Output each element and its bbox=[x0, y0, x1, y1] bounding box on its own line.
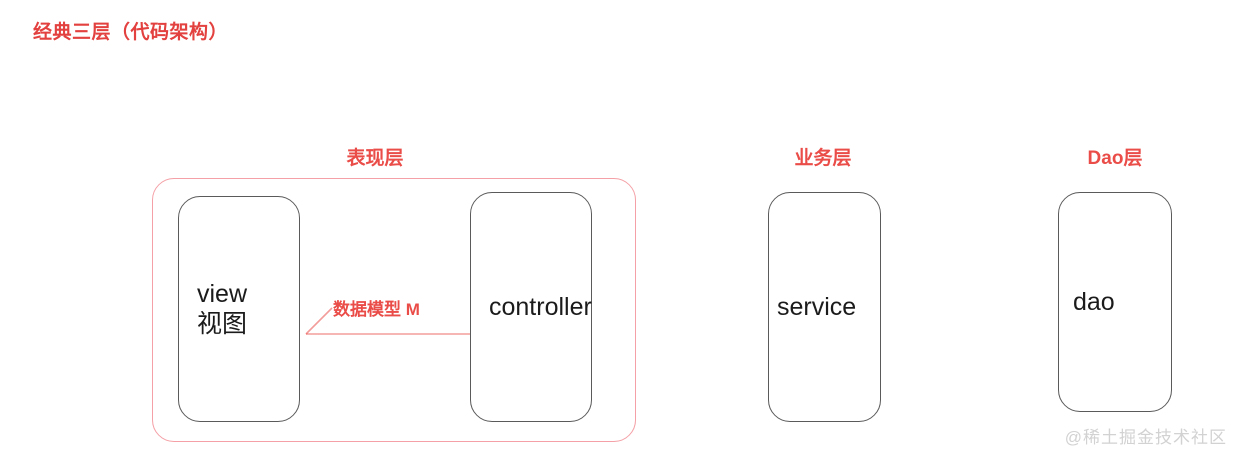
presentation-layer-container bbox=[152, 178, 636, 442]
component-box-view[interactable]: view 视图 bbox=[178, 196, 300, 422]
component-label-service: service bbox=[777, 292, 857, 321]
layer-caption-business: 业务层 bbox=[794, 148, 852, 169]
component-label-view-cn: 视图 bbox=[197, 310, 248, 338]
component-label-controller: controller bbox=[489, 292, 592, 321]
page-title: 经典三层（代码架构） bbox=[33, 22, 229, 43]
component-label-dao: dao bbox=[1073, 287, 1115, 316]
component-box-controller[interactable]: controller bbox=[470, 192, 592, 422]
data-model-arrow-label: 数据模型 M bbox=[333, 300, 420, 319]
component-box-service[interactable]: service bbox=[768, 192, 881, 422]
layer-caption-dao: Dao层 bbox=[1087, 148, 1143, 169]
watermark: @稀土掘金技术社区 bbox=[1064, 428, 1227, 447]
component-box-dao[interactable]: dao bbox=[1058, 192, 1172, 412]
layer-caption-presentation: 表现层 bbox=[346, 148, 404, 169]
component-label-view: view 视图 bbox=[179, 279, 247, 340]
component-label-view-en: view bbox=[197, 279, 248, 308]
